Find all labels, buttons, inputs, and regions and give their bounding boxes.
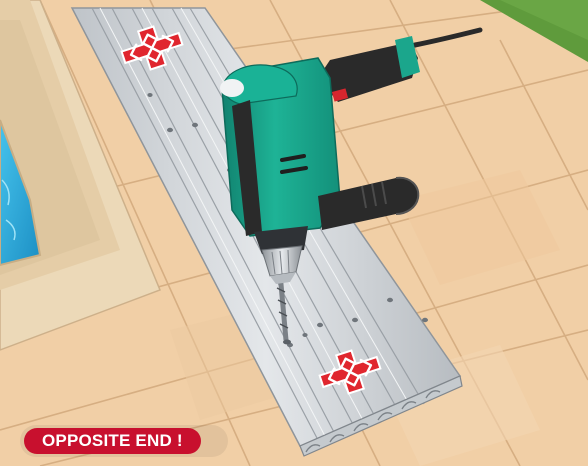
opposite-end-badge: OPPOSITE END !: [24, 428, 201, 454]
opposite-end-label: OPPOSITE END !: [42, 431, 183, 451]
